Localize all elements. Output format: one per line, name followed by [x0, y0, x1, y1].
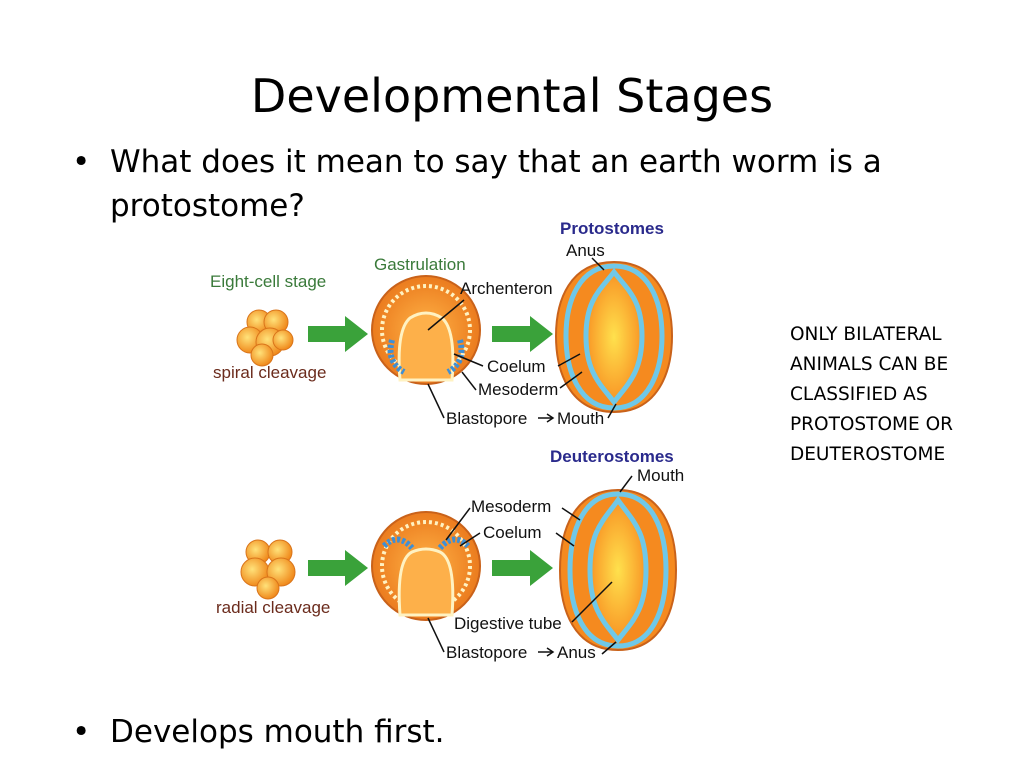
note-line: CLASSIFIED AS [790, 384, 928, 405]
eight-cell-label: Eight-cell stage [210, 272, 326, 291]
label-blastopore-bottom: Blastopore [446, 643, 527, 662]
label-mesoderm-bottom: Mesoderm [471, 497, 551, 516]
label-coelum-top: Coelum [487, 357, 546, 376]
leader-lines-bottom [427, 475, 633, 655]
side-note: ONLY BILATERAL ANIMALS CAN BE CLASSIFIED… [790, 320, 990, 470]
arrow-icon [492, 316, 553, 352]
label-archenteron: Archenteron [460, 279, 553, 298]
bullet-answer-text: Develops mouth first. [110, 714, 445, 750]
arrow-icon [308, 550, 368, 586]
eight-cell-embryo-radial [240, 539, 296, 600]
label-mouth-bottom: Mouth [637, 466, 684, 485]
gastrulation-label: Gastrulation [374, 255, 466, 274]
bullet-dot: • [72, 714, 91, 750]
deuterostomes-label: Deuterostomes [550, 447, 674, 466]
note-line: DEUTEROSTOME [790, 444, 946, 465]
note-line: PROTOSTOME OR [790, 414, 953, 435]
label-anus-top: Anus [566, 241, 605, 260]
arrow-right-icon [538, 413, 555, 423]
bullet-answer: • Develops mouth first. [72, 710, 710, 754]
label-mouth-top: Mouth [557, 409, 604, 428]
bullet-question: • What does it mean to say that an earth… [72, 140, 940, 228]
arrow-icon [492, 550, 553, 586]
gastrula-bottom [371, 511, 481, 621]
bullet-dot: • [72, 144, 91, 180]
note-line: ANIMALS CAN BE [790, 354, 949, 375]
bullet-question-text: What does it mean to say that an earth w… [110, 144, 882, 224]
deuterostome-body [558, 488, 678, 652]
protostome-body [554, 260, 674, 414]
label-anus-bottom: Anus [557, 643, 596, 662]
label-mesoderm-top: Mesoderm [478, 380, 558, 399]
arrow-right-icon [538, 647, 555, 657]
label-digestive-tube: Digestive tube [454, 614, 562, 633]
arrow-icon [308, 316, 368, 352]
protostomes-label: Protostomes [560, 219, 664, 238]
label-blastopore-top: Blastopore [446, 409, 527, 428]
note-line: ONLY BILATERAL [790, 324, 942, 345]
eight-cell-embryo-spiral [236, 309, 294, 367]
gastrula-top [371, 275, 481, 385]
label-coelum-bottom: Coelum [483, 523, 542, 542]
radial-cleavage-label: radial cleavage [216, 598, 330, 617]
leader-lines-top [427, 257, 617, 419]
slide-title: Developmental Stages [250, 69, 774, 123]
spiral-cleavage-label: spiral cleavage [213, 363, 326, 382]
